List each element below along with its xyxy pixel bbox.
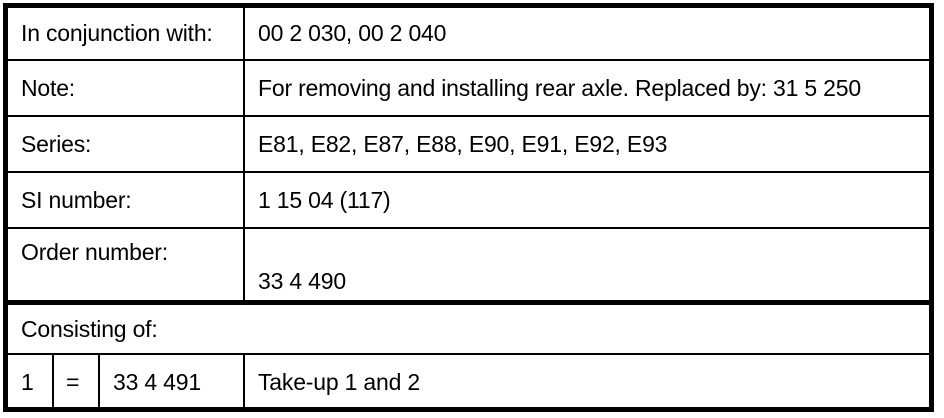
tool-specification-table: In conjunction with: 00 2 030, 00 2 040 … (3, 3, 934, 412)
consisting-of-label: Consisting of: (21, 315, 158, 342)
table-row-item: 1 = 33 4 491 Take-up 1 and 2 (8, 355, 929, 409)
row-label-note: Note: (8, 61, 245, 115)
table-row-consisting-of: Consisting of: (8, 302, 929, 355)
row-label-order-number: Order number: (8, 229, 245, 300)
row-value-series: E81, E82, E87, E88, E90, E91, E92, E93 (258, 130, 668, 157)
row-value-note: For removing and installing rear axle. R… (258, 74, 861, 101)
table-row-order-number: Order number: 33 4 490 Take-up set (8, 229, 929, 302)
row-label-si-number: SI number: (8, 173, 245, 227)
row-value-in-conjunction-with: 00 2 030, 00 2 040 (258, 20, 447, 46)
row-value-si-number: 1 15 04 (117) (258, 186, 391, 213)
row-label-series: Series: (8, 117, 245, 171)
order-number-value: 33 4 490 (258, 268, 346, 294)
item-part-number: 33 4 491 (100, 355, 245, 409)
item-description: Take-up 1 and 2 (258, 368, 420, 395)
table-row-si-number: SI number: 1 15 04 (117) (8, 173, 929, 229)
row-value-order-number: 33 4 490 Take-up set (245, 229, 929, 300)
item-equals-sign: = (54, 355, 100, 409)
row-label-in-conjunction-with: In conjunction with: (8, 8, 245, 59)
table-row-note: Note: For removing and installing rear a… (8, 61, 929, 117)
item-quantity: 1 (8, 355, 54, 409)
table-row-series: Series: E81, E82, E87, E88, E90, E91, E9… (8, 117, 929, 173)
table-row-in-conjunction-with: In conjunction with: 00 2 030, 00 2 040 (8, 8, 929, 61)
